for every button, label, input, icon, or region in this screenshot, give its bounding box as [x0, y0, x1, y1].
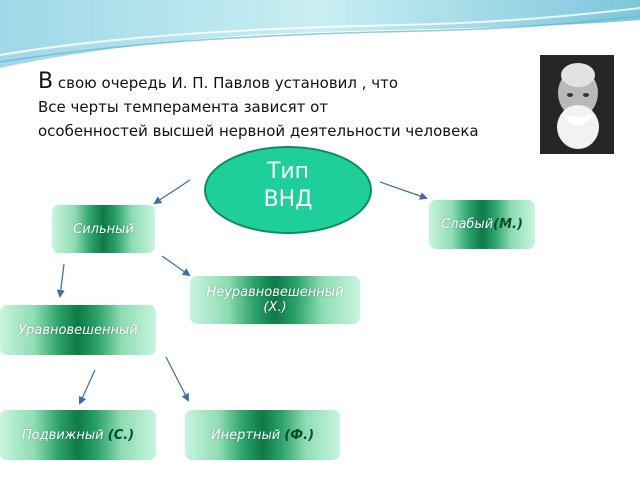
intro-line-2: Все черты темперамента зависят от [38, 98, 329, 116]
portrait-image [540, 55, 614, 154]
node-mobile-code: (С.) [107, 427, 135, 443]
node-weak-code: (М.) [493, 217, 523, 232]
intro-text: В свою очередь И. П. Павлов установил , … [38, 70, 558, 143]
node-strong: Сильный [52, 205, 155, 253]
node-unbalanced-label: Неуравновешенный [206, 285, 344, 300]
node-mobile: Подвижный (С.) [0, 410, 156, 460]
node-inert-label: Инертный [210, 427, 281, 443]
header-wave-banner [0, 0, 640, 68]
node-strong-label: Сильный [73, 221, 134, 237]
arrow-center-to-weak [379, 181, 428, 200]
node-unbalanced: Неуравновешенный (Х.) [190, 276, 360, 324]
node-weak-label: Слабый [441, 217, 494, 232]
node-inert-code: (Ф.) [284, 427, 315, 443]
node-mobile-label: Подвижный [21, 427, 104, 443]
arrow-strong-to-balanced [56, 263, 65, 298]
arrow-balanced-to-mobile [78, 369, 96, 405]
center-line-1: Тип [266, 159, 310, 184]
center-line-2: ВНД [263, 187, 313, 212]
node-inert: Инертный (Ф.) [185, 410, 340, 460]
intro-line-3: особенностей высшей нервной деятельности… [38, 122, 479, 140]
arrow-strong-to-unbalanced [161, 255, 191, 277]
intro-line-1-rest: свою очередь И. П. Павлов установил , чт… [53, 74, 399, 92]
center-node-vnd-type: Тип ВНД [204, 146, 372, 234]
intro-line-1: В свою очередь И. П. Павлов установил , … [38, 70, 558, 95]
pavlov-portrait [540, 55, 614, 154]
node-balanced: Уравновешенный [0, 305, 156, 355]
intro-first-letter: В [38, 69, 54, 94]
arrow-center-to-strong [153, 179, 191, 205]
arrow-balanced-to-inert [165, 356, 189, 402]
node-balanced-label: Уравновешенный [18, 322, 138, 338]
node-unbalanced-code: (Х.) [263, 300, 287, 315]
node-weak: Слабый(М.) [429, 200, 535, 249]
